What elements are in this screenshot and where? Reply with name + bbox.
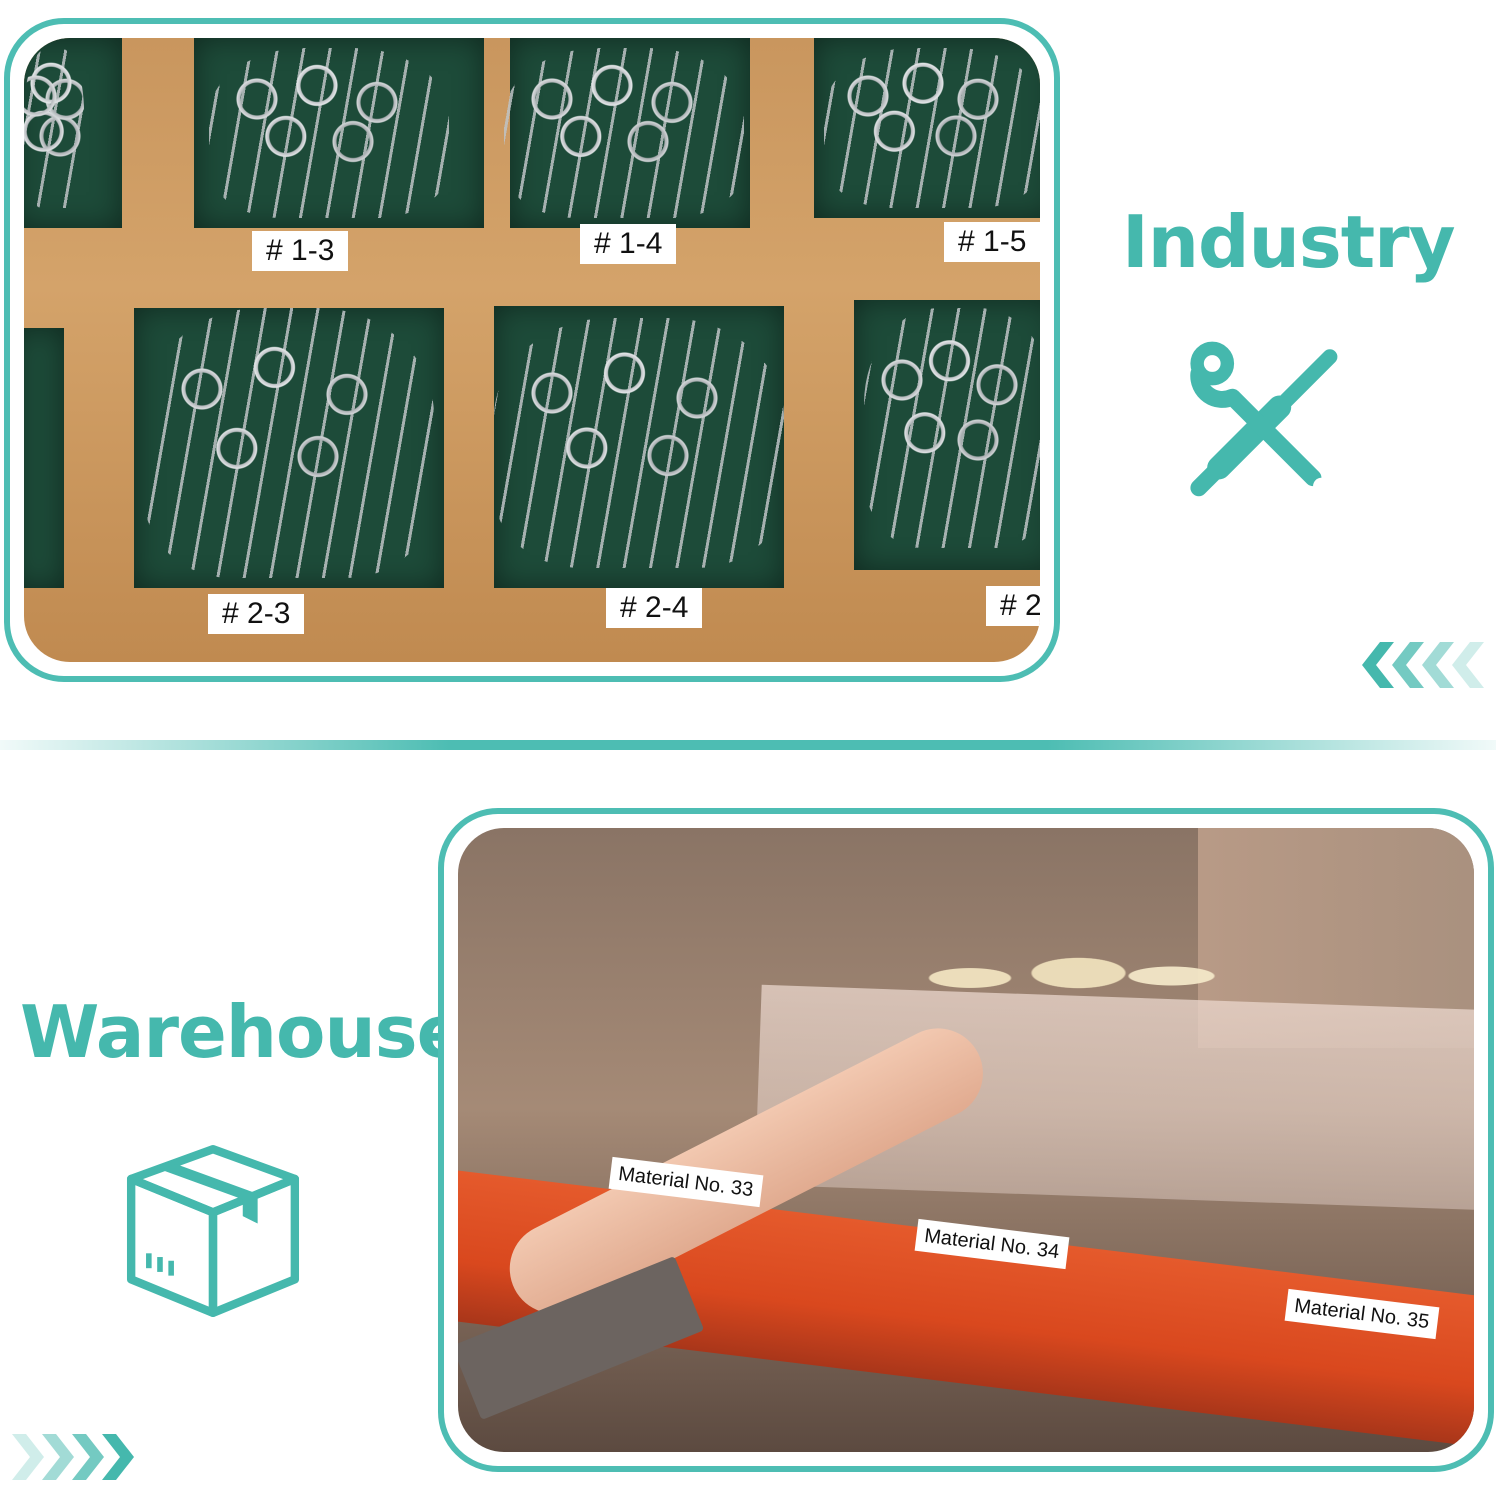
section-divider	[0, 740, 1496, 750]
scissors	[144, 308, 434, 578]
chevron-left-arrows-icon	[1362, 642, 1484, 688]
bin-label: # 2-3	[208, 594, 305, 634]
bin	[24, 328, 64, 588]
bin-label: # 2-4	[606, 588, 703, 628]
scissors	[24, 48, 84, 208]
bin-label: # 1-5	[944, 222, 1040, 262]
chevron-right-arrows-icon	[12, 1434, 134, 1480]
industry-title: Industry	[1122, 200, 1456, 284]
scissors	[504, 48, 744, 218]
warehouse-photo-frame: Material No. 33 Material No. 34 Material…	[438, 808, 1494, 1472]
scissors	[824, 48, 1040, 208]
warehouse-title: Warehouse	[20, 990, 465, 1074]
bin-label: # 2	[986, 586, 1040, 626]
bin-label: # 1-3	[252, 231, 349, 271]
scissors	[209, 48, 449, 218]
package-box-icon	[126, 1144, 300, 1318]
bin-label: # 1-4	[580, 224, 677, 264]
industry-photo-frame: # 1-3 # 1-4 # 1-5 # 2-3 # 2-4 # 2	[4, 18, 1060, 682]
scissors	[494, 318, 784, 568]
warehouse-photo: Material No. 33 Material No. 34 Material…	[458, 828, 1474, 1452]
scissors	[864, 308, 1040, 548]
industry-photo: # 1-3 # 1-4 # 1-5 # 2-3 # 2-4 # 2	[24, 38, 1040, 662]
wrench-screwdriver-icon	[1190, 341, 1338, 497]
